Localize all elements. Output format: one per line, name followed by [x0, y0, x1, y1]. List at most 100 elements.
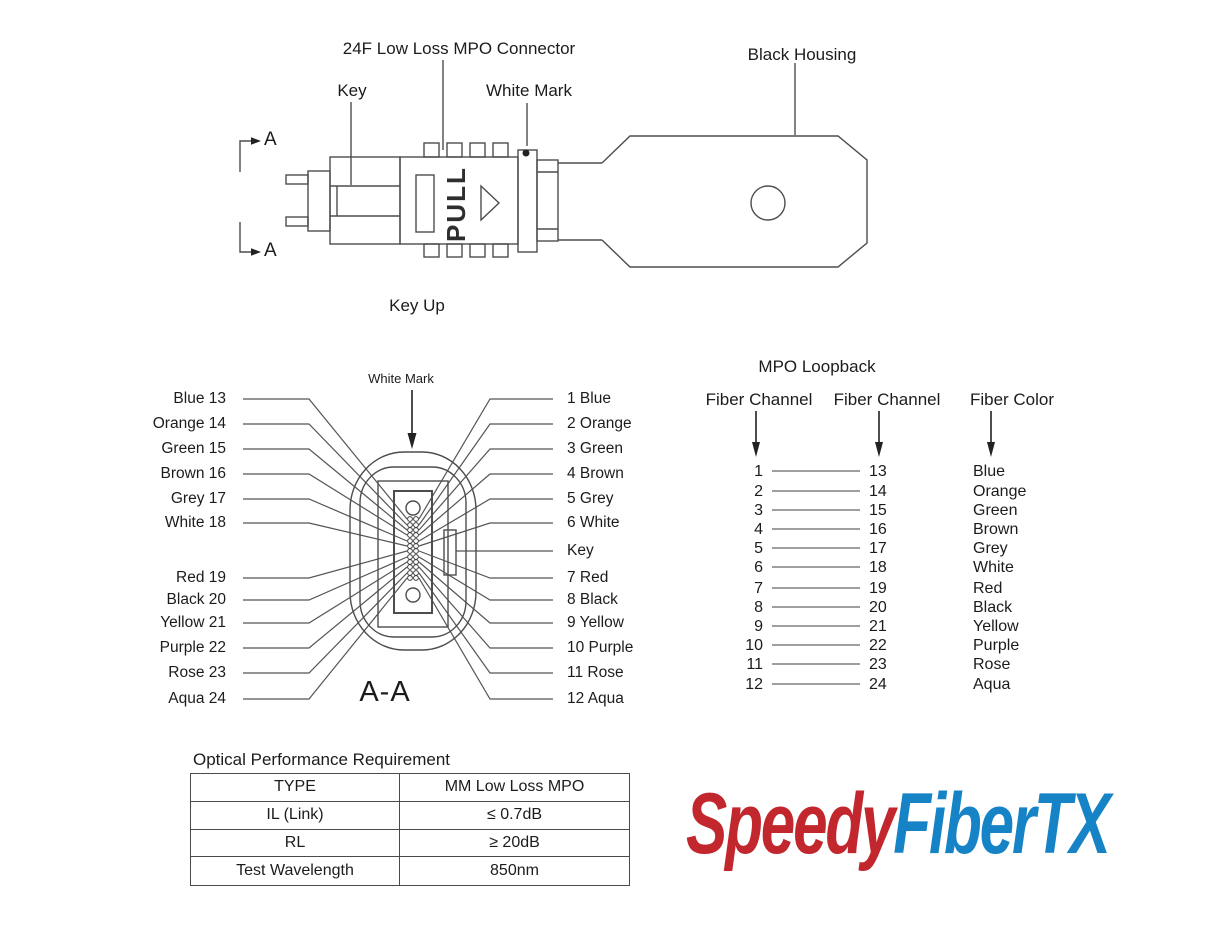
top-drawing-marks [251, 137, 530, 256]
loopback-col3-header: Fiber Color [969, 390, 1055, 409]
loopback-color: Grey [973, 540, 1008, 557]
loopback-ch2: 24 [869, 676, 887, 693]
table-cell: 850nm [490, 862, 539, 880]
table-cell: TYPE [191, 774, 400, 802]
section-marker-a-top: A [264, 129, 277, 150]
section-a-marker-bottom [239, 222, 252, 253]
table-cell: IL (Link) [191, 801, 400, 830]
header-arrows [755, 411, 992, 443]
down-arrowhead-icon [875, 442, 883, 457]
table-cell: Test Wavelength [191, 857, 400, 885]
loopback-ch2: 15 [869, 502, 887, 519]
loopback-ch1: 10 [745, 637, 763, 654]
loopback-link-lines [772, 470, 860, 685]
white-mark-arrowhead-icon [407, 433, 417, 449]
loopback-mapping [752, 411, 995, 685]
loopback-ch1: 2 [754, 483, 763, 500]
loopback-ch2: 16 [869, 521, 887, 538]
loopback-ch1: 7 [754, 580, 763, 597]
section-arrowhead-bottom-icon [251, 248, 261, 256]
loopback-color: Yellow [973, 618, 1019, 635]
cross-section-view [243, 390, 553, 700]
guide-pin-top [285, 174, 309, 185]
ferrule-outline [393, 490, 433, 614]
loopback-color: White [973, 559, 1014, 576]
loopback-ch2: 20 [869, 599, 887, 616]
loopback-color: Black [973, 599, 1013, 616]
grip-ridges-bottom [423, 243, 509, 258]
table-cell: MM Low Loss MPO [400, 774, 629, 802]
down-arrowhead-icon [987, 442, 995, 457]
fiber-label-left: Rose 23 [168, 664, 226, 681]
black-housing-label: Black Housing [747, 45, 857, 64]
fiber-array [407, 516, 419, 581]
loopback-color: Green [973, 502, 1018, 519]
loopback-color: Aqua [973, 676, 1011, 693]
table-cell: RL [191, 829, 400, 858]
loopback-ch2: 13 [869, 463, 887, 480]
section-marker-a-bottom: A [264, 240, 277, 261]
ferrule [307, 170, 331, 232]
fiber-label-right: 6 White [567, 514, 620, 531]
white-mark-label-top: White Mark [486, 81, 572, 100]
left-leader-lines [243, 398, 408, 700]
logo-part-fibertx: FiberTX [893, 776, 1111, 872]
loopback-color: Brown [973, 521, 1019, 538]
fiber-label-right: 8 Black [567, 591, 618, 608]
loopback-ch2: 18 [869, 559, 887, 576]
fiber-label-left: Orange 14 [152, 415, 226, 432]
connector-front-body [329, 156, 401, 245]
guide-pin-hole-bottom [405, 587, 421, 603]
header-arrowheads [752, 442, 995, 457]
key-label-cross-section: Key [567, 542, 594, 559]
fiber-label-right: 1 Blue [567, 390, 611, 407]
loopback-color: Blue [973, 463, 1006, 480]
loopback-ch2: 19 [869, 580, 887, 597]
table-cell: ≥ 20dB [400, 830, 629, 858]
loopback-ch1: 9 [754, 618, 763, 635]
fiber-label-left: Aqua 24 [168, 690, 226, 707]
white-mark-band [517, 149, 538, 253]
loopback-ch2: 22 [869, 637, 887, 654]
fiber-label-left: Green 15 [161, 440, 226, 457]
loopback-color: Purple [973, 637, 1020, 654]
loopback-color: Rose [973, 656, 1011, 673]
fiber-label-right: 10 Purple [567, 639, 634, 656]
loopback-ch1: 5 [754, 540, 763, 557]
loopback-ch1: 8 [754, 599, 763, 616]
grip-ridges-top [423, 142, 509, 158]
fiber-label-right: 2 Orange [567, 415, 632, 432]
optical-table-title: Optical Performance Requirement [193, 750, 451, 769]
optical-performance-table: TYPE MM Low Loss MPO IL (Link) ≤ 0.7dB R… [190, 773, 630, 886]
black-housing-outline [601, 135, 868, 268]
pull-slot [415, 174, 435, 233]
cross-section-outlines [349, 451, 477, 651]
table-cell: ≤ 0.7dB [400, 802, 629, 830]
section-arrowhead-top-icon [251, 137, 261, 145]
fiber-label-left: Black 20 [166, 591, 226, 608]
loopback-col2-header: Fiber Channel [833, 390, 941, 409]
loopback-ch2: 21 [869, 618, 887, 635]
fiber-label-right: 12 Aqua [567, 690, 624, 707]
loopback-color: Orange [973, 483, 1027, 500]
section-a-marker-top [239, 140, 252, 172]
fiber-label-left: Purple 22 [159, 639, 226, 656]
right-leader-lines [418, 398, 553, 700]
sleeve-outline [359, 466, 467, 638]
fiber-label-right: 7 Red [567, 569, 609, 586]
connector-label: 24F Low Loss MPO Connector [342, 39, 576, 58]
housing-hole [750, 185, 786, 221]
loopback-ch1: 4 [754, 521, 763, 538]
fiber-label-right: 4 Brown [567, 465, 624, 482]
fiber-label-left: Red 19 [176, 569, 226, 586]
fiber-label-left: Brown 16 [160, 465, 226, 482]
outer-boot-outline [349, 451, 477, 651]
white-mark-dot-icon [522, 149, 530, 157]
connector-side-view [239, 60, 868, 268]
section-caption-aa: A-A [359, 676, 411, 708]
white-mark-label-cross-section: White Mark [368, 371, 434, 386]
loopback-ch2: 17 [869, 540, 887, 557]
pull-direction-triangle-icon [480, 184, 501, 222]
